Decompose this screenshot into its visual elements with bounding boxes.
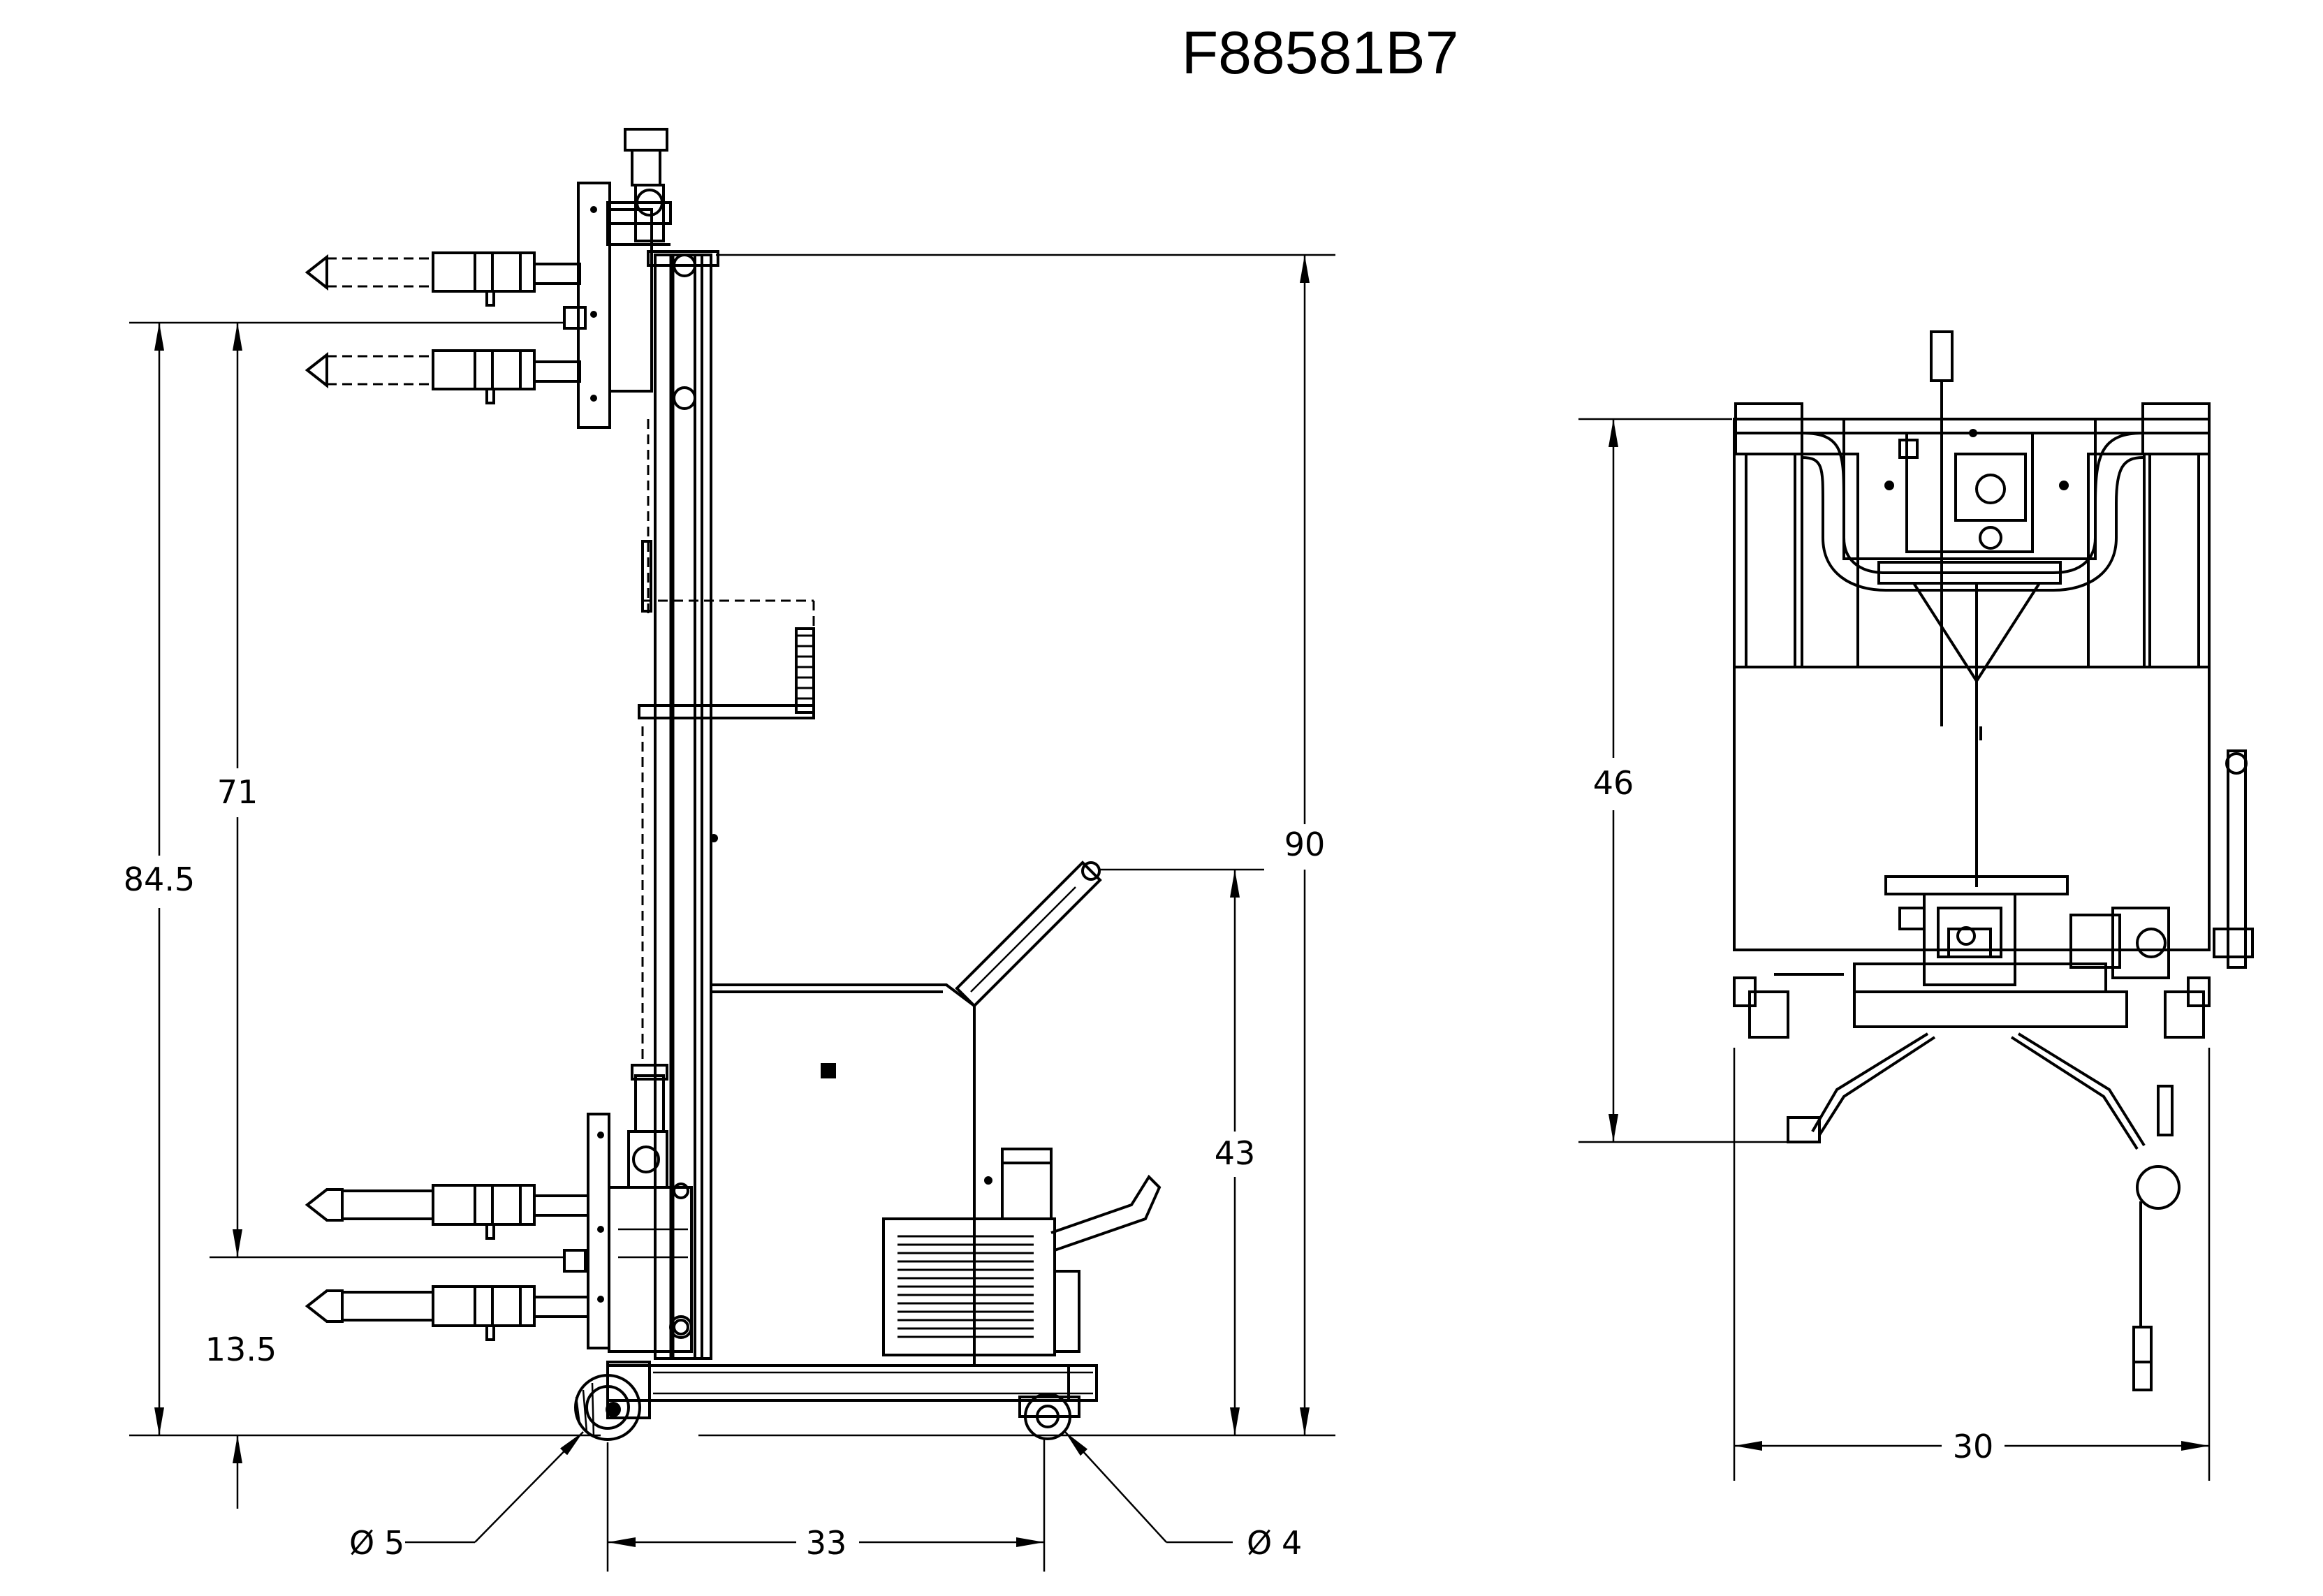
drawing-title: F88581B7	[1182, 20, 1459, 87]
dimension-rear-height: 46	[1578, 418, 1788, 1143]
top-center-assembly	[1842, 330, 2097, 726]
label-front-wheel-diameter: 5	[384, 1524, 404, 1562]
battery-unit	[882, 1148, 1080, 1356]
label-handle-height: 43	[1215, 1134, 1256, 1172]
lower-fork-bottom	[305, 1285, 589, 1341]
mast-head	[606, 128, 672, 246]
rear-view: 46 30	[1578, 330, 2254, 1481]
guard-tubes	[1801, 432, 2144, 592]
foot-pedal	[1050, 1174, 1162, 1252]
rear-feet	[1733, 976, 2211, 1039]
steering-handle	[955, 861, 1102, 1008]
lower-carriage	[563, 1064, 693, 1353]
label-lowered-fork-height: 13.5	[205, 1331, 277, 1368]
dimension-rear-width: 30	[1733, 1048, 2211, 1481]
label-wheelbase: 33	[806, 1524, 847, 1562]
lower-fork-top	[305, 1184, 589, 1240]
label-rear-wheel-diameter: 4	[1282, 1524, 1302, 1562]
rear-wheel-diameter-symbol: Ø	[1247, 1524, 1272, 1562]
top-left-roller	[1734, 402, 1859, 668]
dimension-fork-travel: 71	[210, 323, 566, 1259]
upper-fork-top	[305, 251, 581, 307]
dimension-top-fork-height: 84.5	[124, 321, 601, 1437]
right-lever	[2213, 749, 2254, 969]
label-fork-travel: 71	[217, 773, 258, 811]
dimension-overall-height: 90	[698, 254, 1335, 1437]
funnel	[1911, 582, 2042, 887]
label-overall-height: 90	[1284, 826, 1326, 863]
mast	[647, 250, 719, 1360]
rear-base	[1774, 875, 2170, 1028]
dimension-front-wheel-diameter: Ø 5	[349, 1431, 584, 1562]
dimension-wheelbase: 33	[606, 1439, 1046, 1572]
side-view: 90 84.5 71 13.5 43	[124, 128, 1335, 1572]
front-wheel-diameter-symbol: Ø	[349, 1524, 374, 1562]
top-right-roller	[2087, 402, 2211, 668]
dimension-lowered-fork: 13.5	[205, 1331, 277, 1509]
base-frame	[606, 1361, 1098, 1419]
power-unit-housing	[711, 983, 976, 1366]
rear-caster	[1018, 1393, 1080, 1440]
front-wheel	[574, 1374, 641, 1441]
label-rear-width: 30	[1953, 1428, 1994, 1465]
dimension-rear-wheel-diameter: Ø 4	[1064, 1431, 1302, 1562]
upper-fork-bottom	[305, 349, 581, 404]
upper-carriage	[563, 182, 653, 615]
label-top-fork-height: 84.5	[124, 861, 195, 898]
rear-frame	[1733, 418, 2211, 951]
hanger-bracket	[638, 599, 815, 1062]
tripod-legs	[1787, 1032, 2181, 1391]
dimension-handle-height: 43	[1100, 868, 1264, 1435]
label-rear-height: 46	[1593, 764, 1634, 802]
